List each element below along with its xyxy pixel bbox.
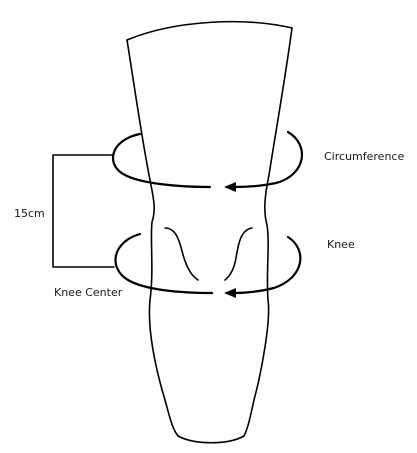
distance-bracket [53, 155, 114, 267]
leg-right-edge [244, 28, 292, 436]
circumference-loop [113, 132, 302, 192]
circumference-loop-left-arc [113, 134, 210, 187]
leg-left-edge [127, 40, 178, 436]
distance-label: 15cm [14, 207, 45, 220]
knee-loop-left-arc [116, 234, 213, 293]
knee-loop [116, 234, 301, 298]
knee-arrowhead [224, 288, 236, 298]
leg-outline [127, 22, 292, 443]
knee-center-label: Knee Center [54, 286, 122, 299]
circumference-label: Circumference [324, 150, 404, 163]
foot-bottom-edge [178, 436, 244, 443]
knee-label: Knee [327, 238, 355, 251]
kneecap-left-contour [165, 228, 198, 280]
circumference-arrowhead [224, 182, 236, 192]
thigh-top-edge [127, 22, 292, 40]
kneecap-right-contour [225, 228, 252, 280]
